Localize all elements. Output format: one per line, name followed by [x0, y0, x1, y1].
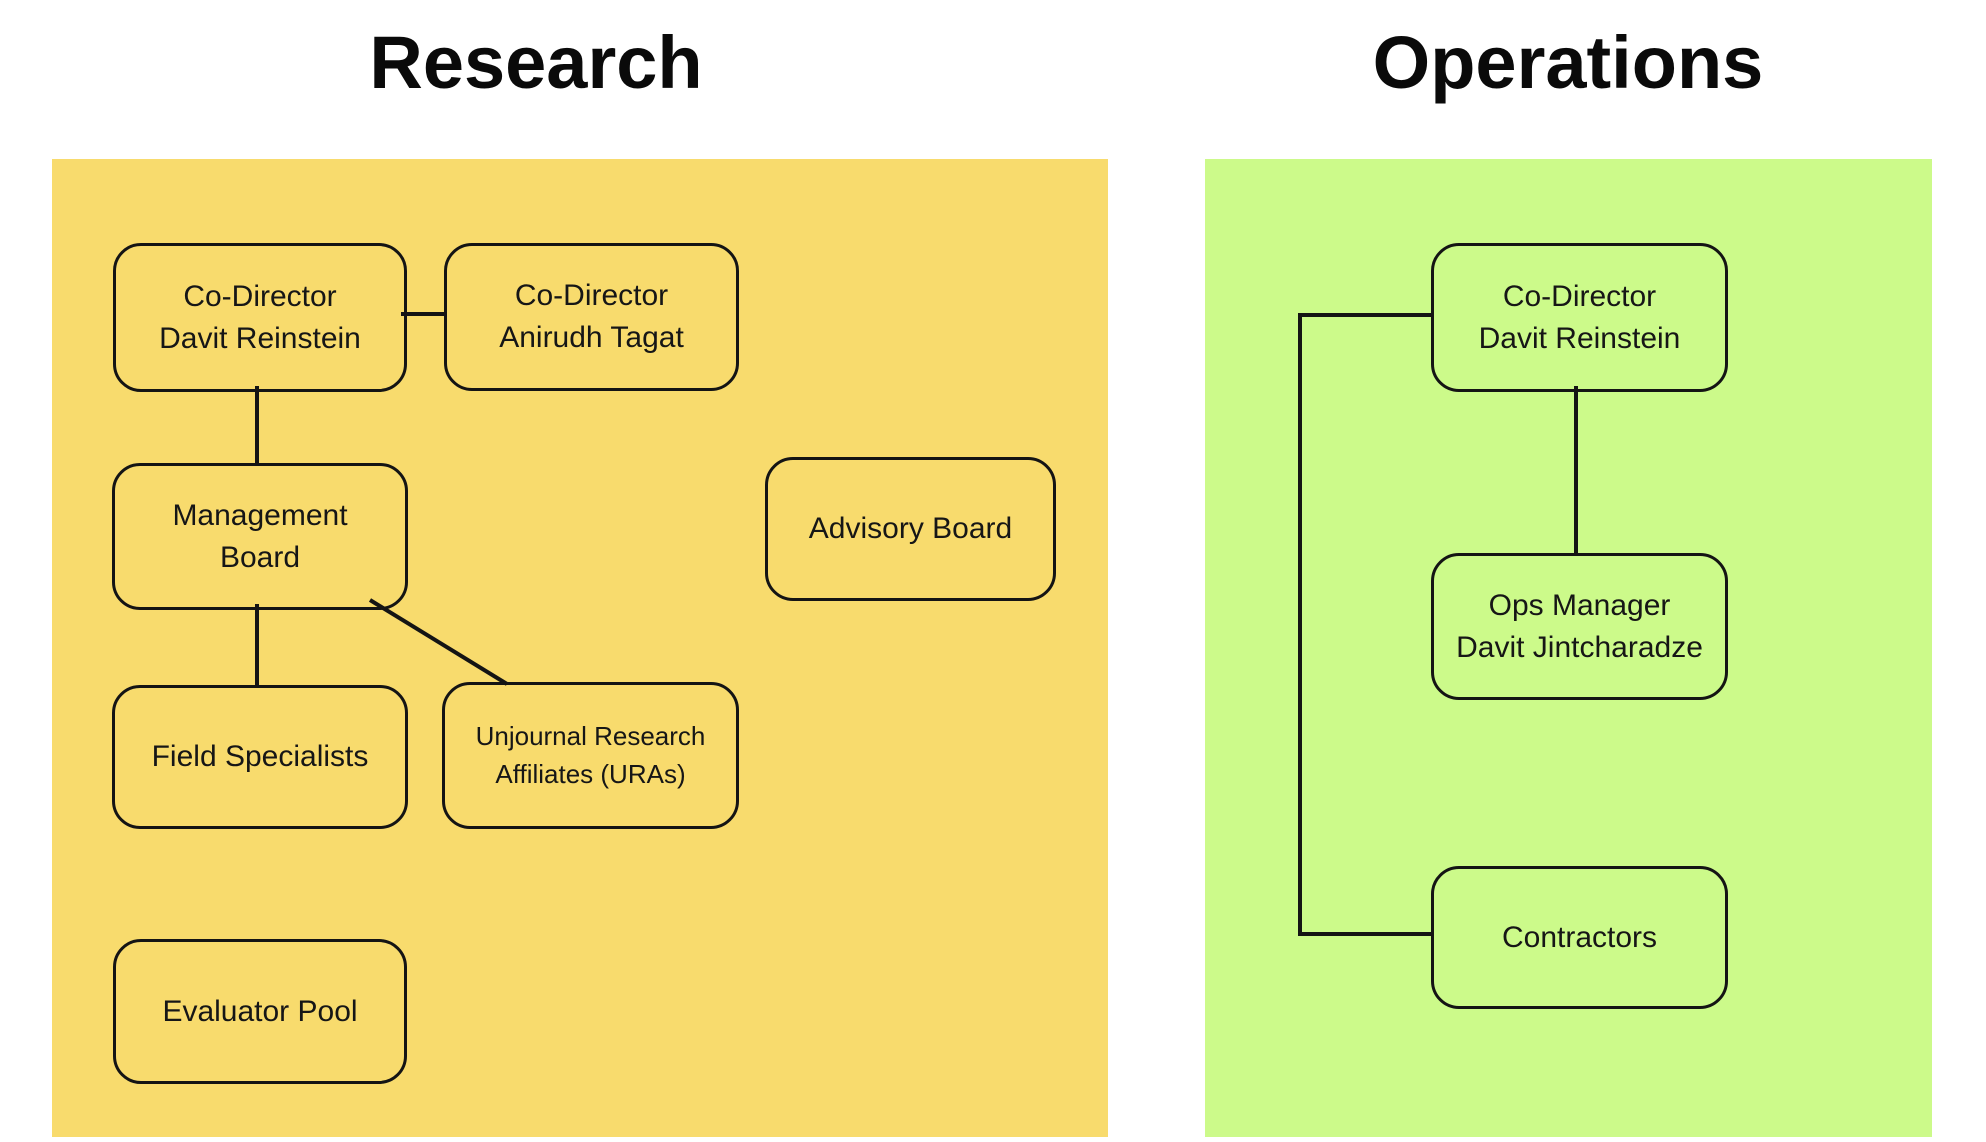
node-management-board: Management Board — [112, 463, 408, 610]
research-title: Research — [369, 20, 703, 104]
node-label: Ops Manager Davit Jintcharadze — [1456, 588, 1703, 664]
node-operations-codirector-davit-reinstein: Co-Director Davit Reinstein — [1431, 243, 1728, 392]
node-unjournal-research-affiliates: Unjournal Research Affiliates (URAs) — [442, 682, 739, 829]
operations-title: Operations — [1372, 20, 1764, 104]
node-label: Unjournal Research Affiliates (URAs) — [475, 720, 706, 789]
node-label: Contractors — [1501, 920, 1658, 954]
node-advisory-board: Advisory Board — [765, 457, 1056, 601]
node-field-specialists: Field Specialists — [112, 685, 408, 829]
connector-management-uras — [368, 598, 509, 686]
node-label: Field Specialists — [151, 740, 369, 773]
node-label: Co-Director Anirudh Tagat — [499, 279, 684, 354]
node-research-codirector-davit-reinstein: Co-Director Davit Reinstein — [113, 243, 407, 392]
node-evaluator-pool: Evaluator Pool — [113, 939, 407, 1084]
research-panel — [52, 159, 1108, 1137]
node-contractors: Contractors — [1431, 866, 1728, 1009]
node-label: Advisory Board — [808, 512, 1013, 545]
node-ops-manager-davit-jintcharadze: Ops Manager Davit Jintcharadze — [1431, 553, 1728, 700]
node-research-codirector-anirudh-tagat: Co-Director Anirudh Tagat — [444, 243, 739, 391]
operations-panel — [1205, 159, 1932, 1137]
node-label: Management Board — [172, 498, 348, 574]
node-label: Co-Director Davit Reinstein — [1478, 279, 1681, 355]
connector-ops-codirector-contractors-bracket — [1298, 313, 1431, 936]
node-label: Evaluator Pool — [162, 994, 358, 1028]
node-label: Co-Director Davit Reinstein — [159, 279, 361, 355]
